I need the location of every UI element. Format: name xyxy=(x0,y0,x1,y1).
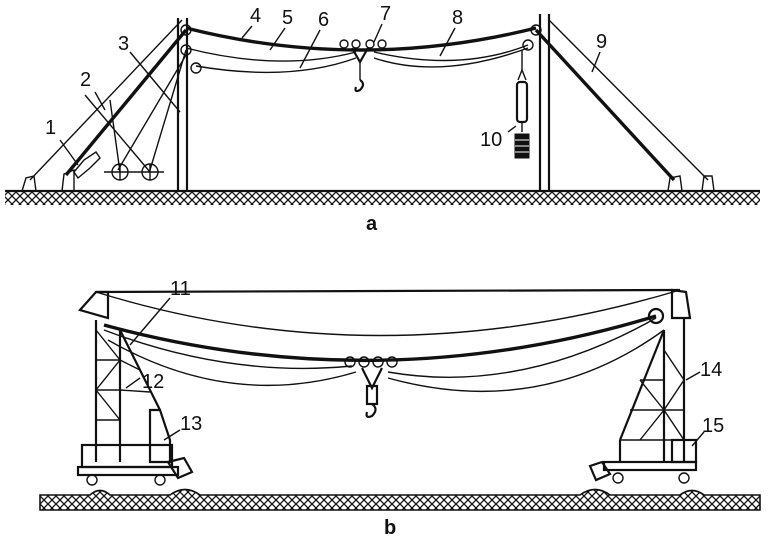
panel-a: 1 2 3 4 5 6 7 8 9 10 a xyxy=(5,3,760,235)
left-gantry-b xyxy=(76,288,681,486)
leader-4 xyxy=(241,25,253,39)
cable-b-1 xyxy=(103,329,353,370)
leader-1 xyxy=(59,139,79,166)
left-tower-a xyxy=(176,18,202,191)
leader-15 xyxy=(691,431,705,447)
label-9: 9 xyxy=(596,31,607,53)
right-guy xyxy=(548,19,709,181)
cable-8b xyxy=(373,47,529,68)
label-13: 13 xyxy=(180,413,202,435)
leader-9 xyxy=(591,51,601,73)
left-backstay-thick xyxy=(64,28,188,177)
label-12: 12 xyxy=(142,371,164,393)
label-2: 2 xyxy=(80,69,91,91)
anchor-left-2 xyxy=(61,168,75,192)
tensioner-device xyxy=(73,151,101,180)
label-7: 7 xyxy=(380,3,391,25)
cable-b-4 xyxy=(387,329,665,393)
right-backstay-thick xyxy=(534,28,676,182)
leader-6 xyxy=(299,29,321,69)
leader-2 xyxy=(94,91,106,111)
trolley-a xyxy=(339,39,387,93)
trolley-b xyxy=(344,356,398,418)
cable-b-3 xyxy=(387,317,657,378)
cable-b-2 xyxy=(107,339,357,387)
counterweight xyxy=(514,50,530,159)
label-6: 6 xyxy=(318,9,329,31)
label-10: 10 xyxy=(480,129,502,151)
leader-3 xyxy=(129,51,181,113)
leader-13 xyxy=(163,429,181,441)
main-cable-4 xyxy=(185,26,537,52)
ground-b xyxy=(39,488,761,511)
panel-b: 11 12 13 14 15 b xyxy=(39,278,761,539)
right-gantry-b xyxy=(588,288,698,484)
leader-5 xyxy=(269,27,286,51)
leader-7 xyxy=(373,23,383,43)
ground-a xyxy=(5,191,760,205)
label-15: 15 xyxy=(702,415,724,437)
leader-10 xyxy=(507,125,517,133)
left-guy-3 xyxy=(117,54,187,171)
anchor-left-1 xyxy=(21,175,37,192)
leader-12 xyxy=(125,377,141,389)
label-8: 8 xyxy=(452,7,463,29)
label-3: 3 xyxy=(118,33,129,55)
label-5: 5 xyxy=(282,7,293,29)
label-4: 4 xyxy=(250,5,261,27)
label-1: 1 xyxy=(45,117,56,139)
winch-drums xyxy=(84,94,164,181)
left-guy-1 xyxy=(29,19,183,181)
left-guy-2 xyxy=(149,49,187,171)
main-cable-b xyxy=(103,314,657,363)
leader-8 xyxy=(439,27,456,57)
anchor-right-2 xyxy=(701,175,715,192)
anchor-right-1 xyxy=(667,175,683,192)
top-cable-b xyxy=(95,289,681,337)
cable-5 xyxy=(185,47,357,62)
cable-6 xyxy=(195,57,357,74)
panel-a-caption: a xyxy=(366,213,378,235)
label-14: 14 xyxy=(700,359,722,381)
panel-b-caption: b xyxy=(384,517,396,539)
leader-11 xyxy=(129,297,171,346)
leader-14 xyxy=(685,371,701,381)
label-11: 11 xyxy=(170,278,191,300)
cable-8 xyxy=(373,44,529,62)
